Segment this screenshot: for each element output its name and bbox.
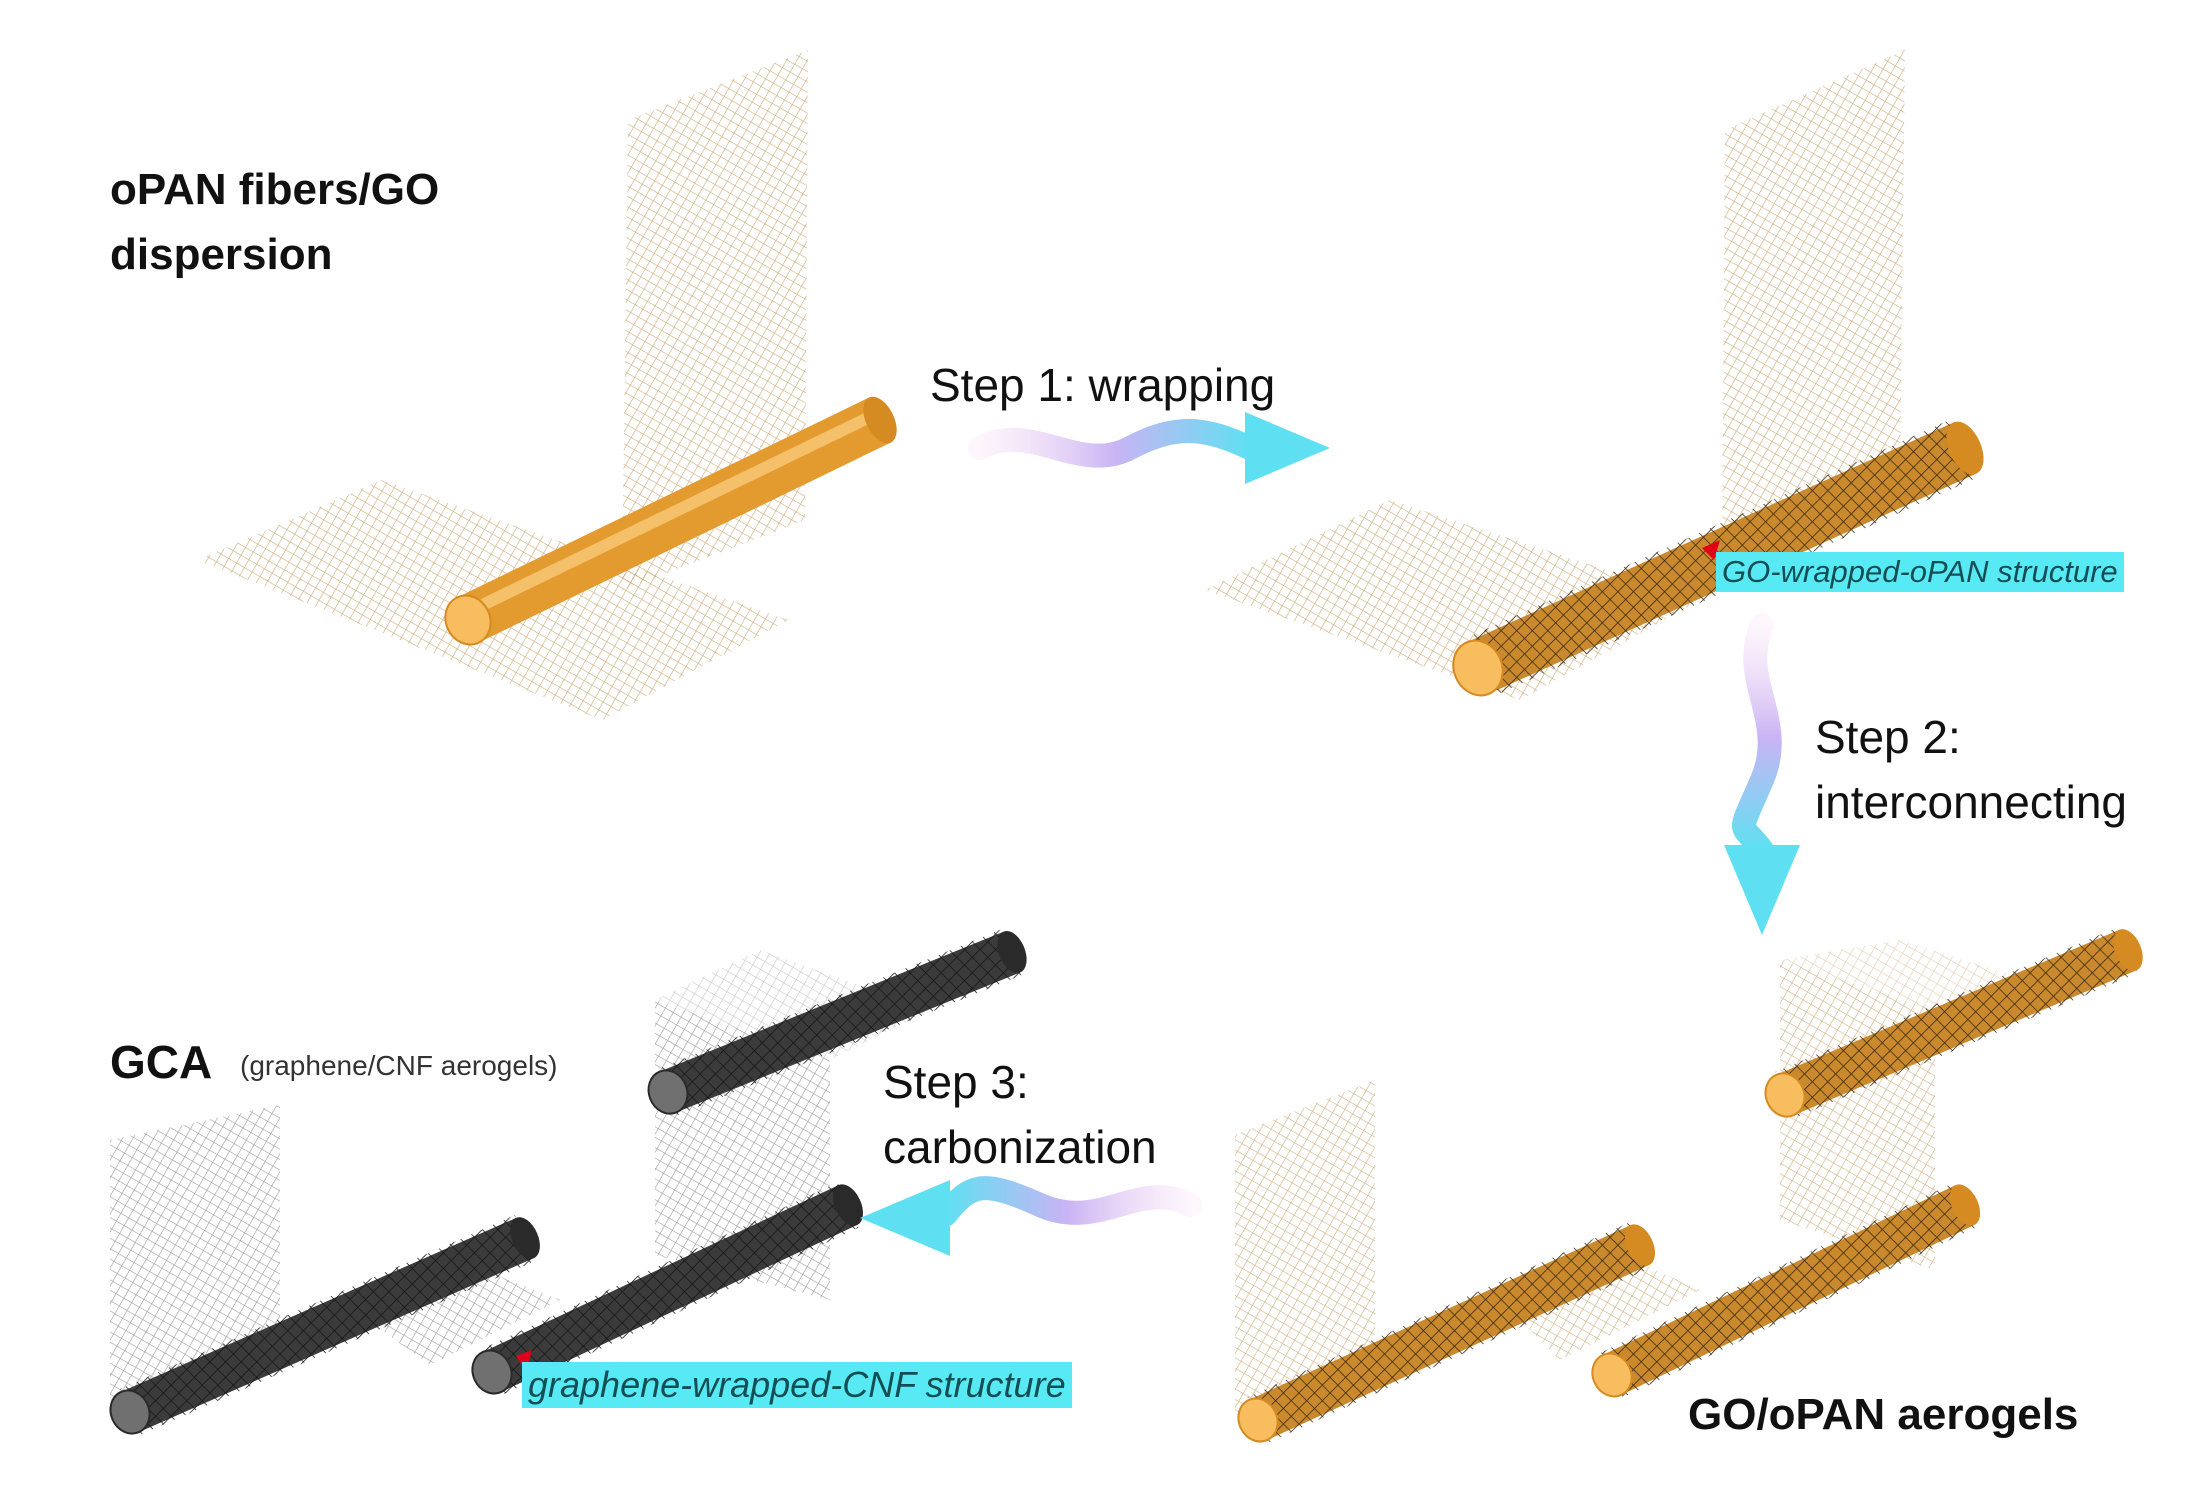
arrow-step1 <box>968 412 1330 484</box>
aerogel-fiber-right <box>1591 1182 1981 1398</box>
aerogel-title: GO/oPAN aerogels <box>1688 1390 2079 1439</box>
panel-wrapped-structure <box>1205 50 1984 700</box>
step2-label-line2: interconnecting <box>1815 776 2127 828</box>
arrow-step2 <box>1724 613 1800 935</box>
gca-fiber-right <box>471 1182 864 1395</box>
gca-fiber-top <box>647 928 1027 1116</box>
wrapped-structure-tag: GO-wrapped-oPAN structure <box>1716 552 2124 592</box>
step1-label: Step 1: wrapping <box>930 359 1276 411</box>
graphene-structure-tag: graphene-wrapped-CNF structure <box>522 1362 1072 1408</box>
go-sheet-vertical <box>1722 50 1905 560</box>
tag-marker-wrapped <box>1702 540 1720 560</box>
step3-label-line2: carbonization <box>883 1121 1157 1173</box>
gca-subtitle: (graphene/CNF aerogels) <box>240 1050 558 1081</box>
graphene-sheet-left <box>110 1105 280 1400</box>
step2-label-line1: Step 2: <box>1815 711 1961 763</box>
go-sheet-left <box>1235 1080 1375 1420</box>
aerogel-fiber-top <box>1764 926 2143 1119</box>
arrow-step3 <box>860 1176 1202 1256</box>
start-title-line2: dispersion <box>110 230 333 279</box>
tag-marker-graphene <box>516 1350 532 1372</box>
step3-label-line1: Step 3: <box>883 1056 1029 1108</box>
aerogel-fiber-left <box>1237 1222 1656 1443</box>
panel-gca-aerogel <box>109 928 1027 1435</box>
start-title-line1: oPAN fibers/GO <box>110 165 440 214</box>
gca-fiber-left <box>109 1215 540 1435</box>
panel-initial-dispersion <box>198 50 897 720</box>
panel-go-opan-aerogel <box>1235 926 2143 1443</box>
gca-title: GCA <box>110 1036 213 1088</box>
opan-fiber <box>444 396 897 646</box>
